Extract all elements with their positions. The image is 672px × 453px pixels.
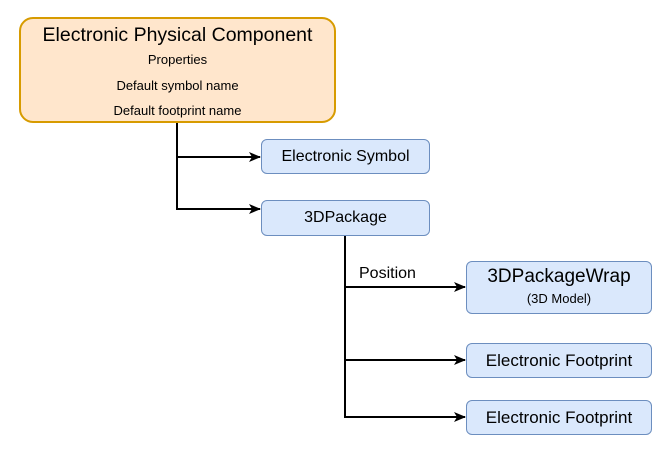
node-electronic-footprint-1[interactable]: Electronic Footprint <box>466 343 652 378</box>
edge-main-to-package <box>176 157 261 214</box>
node-title: Electronic Physical Component <box>42 24 313 46</box>
edge-main-to-symbol <box>176 123 261 162</box>
node-electronic-symbol[interactable]: Electronic Symbol <box>261 139 430 174</box>
node-label: 3DPackageWrap <box>487 265 631 287</box>
node-3dpackage[interactable]: 3DPackage <box>261 200 430 236</box>
node-label: 3DPackage <box>304 209 387 226</box>
node-label: Electronic Symbol <box>281 147 410 165</box>
edge-package-to-footprint1 <box>344 287 466 365</box>
node-label: Electronic Footprint <box>485 350 633 370</box>
edge-package-to-footprint2 <box>344 360 466 422</box>
node-electronic-physical-component[interactable]: Electronic Physical Component Properties… <box>19 17 336 123</box>
node-3dpackagewrap[interactable]: 3DPackageWrap (3D Model) <box>466 261 652 314</box>
node-property: Default footprint name <box>113 103 242 118</box>
edge-label-position: Position <box>359 265 416 282</box>
node-property: Properties <box>147 52 208 67</box>
node-sublabel: (3D Model) <box>526 290 592 306</box>
node-property: Default symbol name <box>116 78 239 93</box>
node-label: Electronic Footprint <box>485 407 633 427</box>
node-electronic-footprint-2[interactable]: Electronic Footprint <box>466 400 652 435</box>
